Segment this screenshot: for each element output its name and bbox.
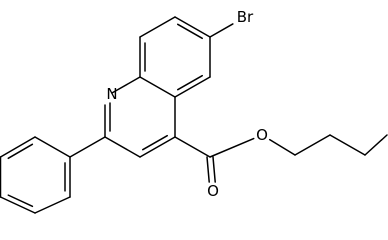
bromine-label: Br (237, 8, 254, 26)
bond-o-c1 (268, 138, 296, 156)
bond-c-o-double-b (212, 156, 216, 183)
ester-oxygen-label: O (256, 126, 268, 144)
bond-b5-b6 (139, 76, 176, 98)
bond-c4-carbonyl (174, 136, 211, 158)
bond-c-o-double-a (206, 156, 210, 183)
bond-c1-c2 (294, 134, 331, 156)
bond-b4-b5 (174, 76, 211, 98)
bond-c3-c4-chain (364, 134, 388, 156)
bond-f5-f6 (34, 196, 71, 214)
bond-f2-f3-inner (7, 143, 34, 160)
structure-diagram: Br N O O (0, 8, 388, 214)
bond-f4-f5 (0, 196, 36, 214)
bond-b2-b3-inner (176, 23, 203, 40)
bond-c2-phenyl (69, 136, 106, 158)
bond-f2-f3 (0, 136, 36, 158)
bond-layer (0, 16, 388, 214)
carbonyl-oxygen-label: O (207, 182, 219, 200)
atom-label-layer: Br N O O (106, 8, 268, 200)
bond-b1-b2 (139, 16, 176, 38)
bond-c2-c3 (104, 136, 141, 158)
bond-c3-c4 (139, 136, 176, 158)
bond-b4-b5-inner (176, 74, 203, 91)
bond-c-o-ester (209, 137, 255, 158)
bond-c2-c3-chain (329, 134, 366, 156)
bond-c3-c4-inner (141, 134, 168, 151)
bond-c-n (111, 76, 141, 94)
bond-c-br (209, 23, 234, 38)
bond-f1-f2 (34, 136, 71, 158)
bond-b2-b3 (174, 16, 211, 38)
bond-f4-f5-inner (7, 194, 34, 208)
nitrogen-label: N (106, 85, 117, 103)
